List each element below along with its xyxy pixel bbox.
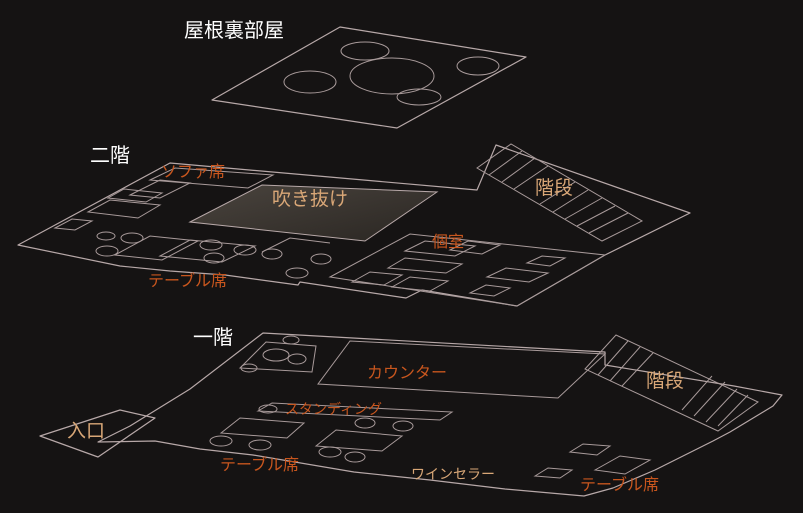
round-table (282, 335, 300, 345)
table-1f (219, 417, 306, 439)
first-floor: 一階 カウンター 階段 スタンディング 入口 テーブル席 ワインセラー テーブル… (39, 325, 783, 497)
stairs-1f-label: 階段 (646, 370, 684, 392)
sofa-seat (128, 179, 192, 199)
table-1f (568, 443, 612, 456)
atrium-label: 吹き抜け (272, 188, 348, 210)
round-table (261, 248, 283, 260)
attic-table (456, 56, 500, 76)
first-floor-label: 一階 (193, 325, 233, 349)
partition (261, 237, 331, 253)
atrium-void (188, 184, 439, 242)
stool (258, 404, 278, 414)
round-table-area (238, 341, 317, 373)
round-table (203, 252, 225, 264)
counter (317, 340, 607, 399)
private-table (350, 271, 404, 286)
attic-floor-label: 屋根裏部屋 (184, 18, 284, 42)
private-room-label: 個室 (432, 232, 464, 251)
standing-bar (256, 402, 454, 421)
second-floor: 二階 ソファ席 吹き抜け 階段 個室 テーブル席 (17, 143, 691, 307)
attic-table (396, 88, 442, 106)
sofa-seat (148, 167, 275, 189)
private-table (485, 267, 550, 283)
attic-table (283, 70, 337, 94)
sofa-seat (53, 218, 94, 231)
sofa-seat (86, 199, 162, 219)
stairs-2f-label: 階段 (535, 177, 573, 199)
sofa-seat (106, 188, 164, 203)
private-room-outline (328, 233, 607, 307)
private-table (386, 257, 464, 274)
round-table (240, 363, 258, 373)
round-table (95, 245, 119, 257)
round-table (285, 267, 309, 279)
stair-steps (597, 340, 749, 427)
table-seats-1f-left-label: テーブル席 (220, 455, 299, 474)
table-2f (158, 239, 257, 263)
round-table (199, 239, 223, 251)
round-table (310, 253, 332, 265)
private-table (390, 276, 450, 292)
round-table (233, 244, 257, 256)
counter-label: カウンター (367, 363, 447, 382)
cellar-shelf (533, 467, 574, 479)
private-table (468, 284, 512, 297)
attic-table (340, 41, 390, 61)
table-seats-2f-label: テーブル席 (148, 271, 227, 290)
sofa-seats-label: ソファ席 (161, 162, 225, 181)
round-table (392, 420, 414, 432)
stairs-2f (476, 143, 644, 242)
attic-outline (211, 26, 527, 129)
stairs-1f (584, 334, 759, 432)
private-table (448, 240, 502, 255)
standing-label: スタンディング (285, 401, 382, 418)
private-table (525, 255, 567, 267)
first-floor-outline (97, 332, 783, 497)
attic-table (349, 57, 435, 95)
round-table (248, 439, 272, 451)
table-2f (113, 235, 200, 261)
table-1f (314, 429, 404, 452)
wine-cellar-label: ワインセラー (411, 467, 495, 483)
round-table (262, 348, 290, 362)
round-table (96, 231, 116, 241)
round-table (287, 353, 307, 365)
private-table (403, 240, 477, 257)
second-floor-label: 二階 (90, 143, 130, 167)
round-table (120, 232, 144, 244)
attic-floor: 屋根裏部屋 (184, 18, 527, 129)
stair-steps (488, 150, 629, 234)
round-table (209, 435, 233, 447)
table-1f (593, 455, 652, 475)
entrance-outline (39, 409, 156, 458)
round-table (354, 417, 376, 429)
round-table (344, 451, 366, 463)
entrance-label: 入口 (67, 420, 105, 442)
round-table (318, 446, 342, 458)
table-seats-1f-right-label: テーブル席 (580, 475, 659, 494)
